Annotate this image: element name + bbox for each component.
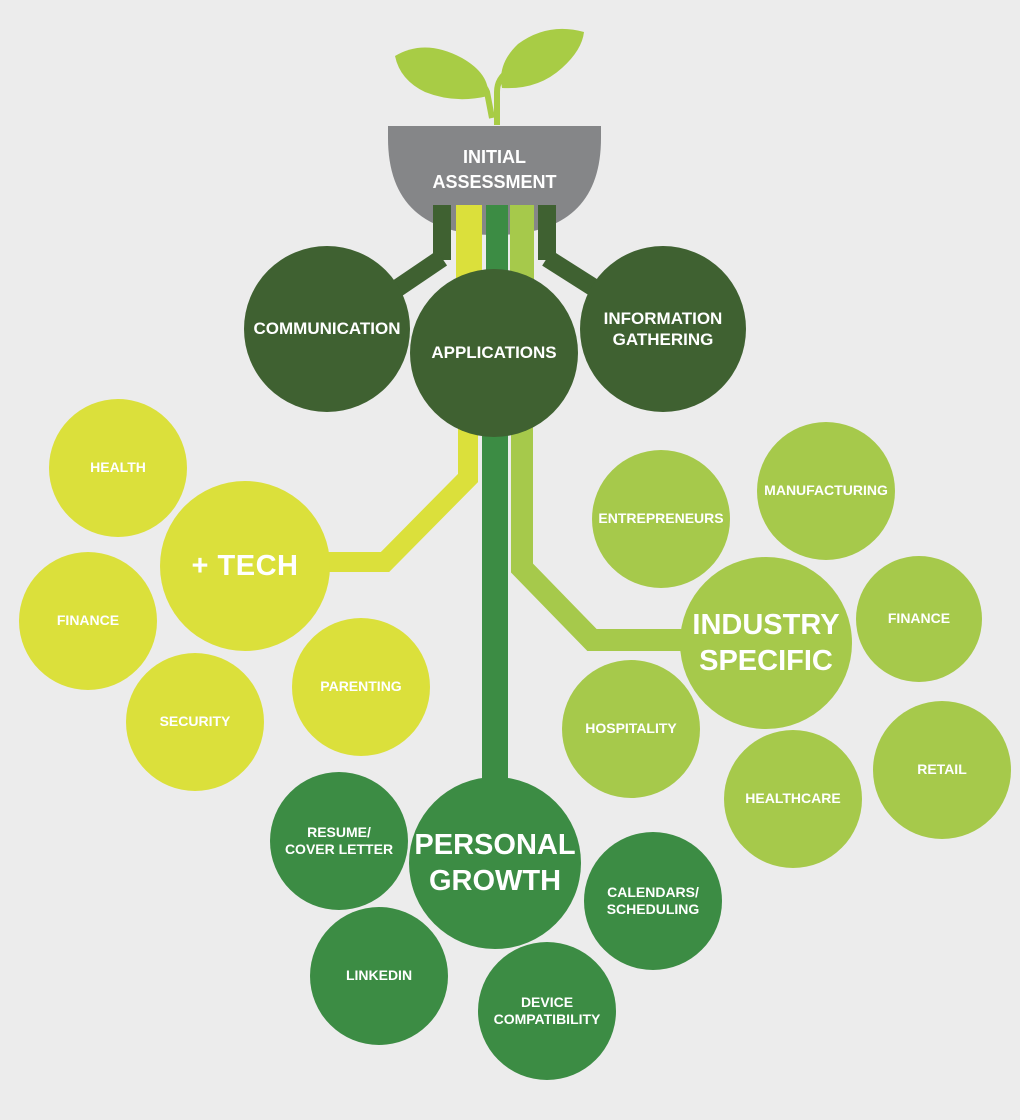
applications-label: APPLICATIONS (431, 343, 557, 363)
industry-entrepreneurs-node: ENTREPRENEURS (592, 450, 730, 588)
applications-node: APPLICATIONS (410, 269, 578, 437)
finance-label: FINANCE (56, 612, 120, 629)
tech-hub-node: + TECH (160, 481, 330, 651)
personal-resume-node: RESUME/ COVER LETTER (270, 772, 408, 910)
personal-calendars-node: CALENDARS/ SCHEDULING (584, 832, 722, 970)
industry-manufacturing-node: MANUFACTURING (757, 422, 895, 560)
communication-node: COMMUNICATION (244, 246, 410, 412)
communication-label: COMMUNICATION (253, 319, 401, 339)
linkedin-label: LINKEDIN (345, 967, 413, 984)
tech-parenting-node: PARENTING (292, 618, 430, 756)
resume-label: RESUME/ COVER LETTER (284, 823, 394, 858)
industry-hospitality-node: HOSPITALITY (562, 660, 700, 798)
sprout-icon (395, 28, 584, 125)
industry-retail-node: RETAIL (873, 701, 1011, 839)
initial-assessment-label: INITIAL ASSESSMENT (432, 146, 557, 192)
tech-security-node: SECURITY (126, 653, 264, 791)
entrepreneurs-label: ENTREPRENEURS (598, 510, 724, 527)
industry-finance-node: FINANCE (856, 556, 982, 682)
personal-device-node: DEVICE COMPATIBILITY (478, 942, 616, 1080)
manufacturing-label: MANUFACTURING (764, 482, 888, 499)
tech-finance-node: FINANCE (19, 552, 157, 690)
information-gathering-node: INFORMATION GATHERING (580, 246, 746, 412)
health-label: HEALTH (90, 459, 146, 476)
parenting-label: PARENTING (320, 678, 402, 695)
industry-hub-node: INDUSTRY SPECIFIC (680, 557, 852, 729)
industry-healthcare-node: HEALTHCARE (724, 730, 862, 868)
personal-hub-node: PERSONAL GROWTH (409, 777, 581, 949)
personal-linkedin-node: LINKEDIN (310, 907, 448, 1045)
device-compatibility-label: DEVICE COMPATIBILITY (493, 993, 601, 1028)
retail-label: RETAIL (917, 761, 967, 778)
information-gathering-label: INFORMATION GATHERING (603, 308, 723, 349)
hospitality-label: HOSPITALITY (585, 720, 677, 737)
security-label: SECURITY (159, 713, 231, 730)
industry-finance-label: FINANCE (887, 610, 951, 627)
healthcare-label: HEALTHCARE (745, 790, 841, 807)
tech-label: + TECH (191, 549, 299, 582)
personal-growth-label: PERSONAL GROWTH (414, 828, 576, 897)
tech-health-node: HEALTH (49, 399, 187, 537)
industry-specific-label: INDUSTRY SPECIFIC (692, 608, 840, 677)
calendars-label: CALENDARS/ SCHEDULING (606, 883, 700, 918)
